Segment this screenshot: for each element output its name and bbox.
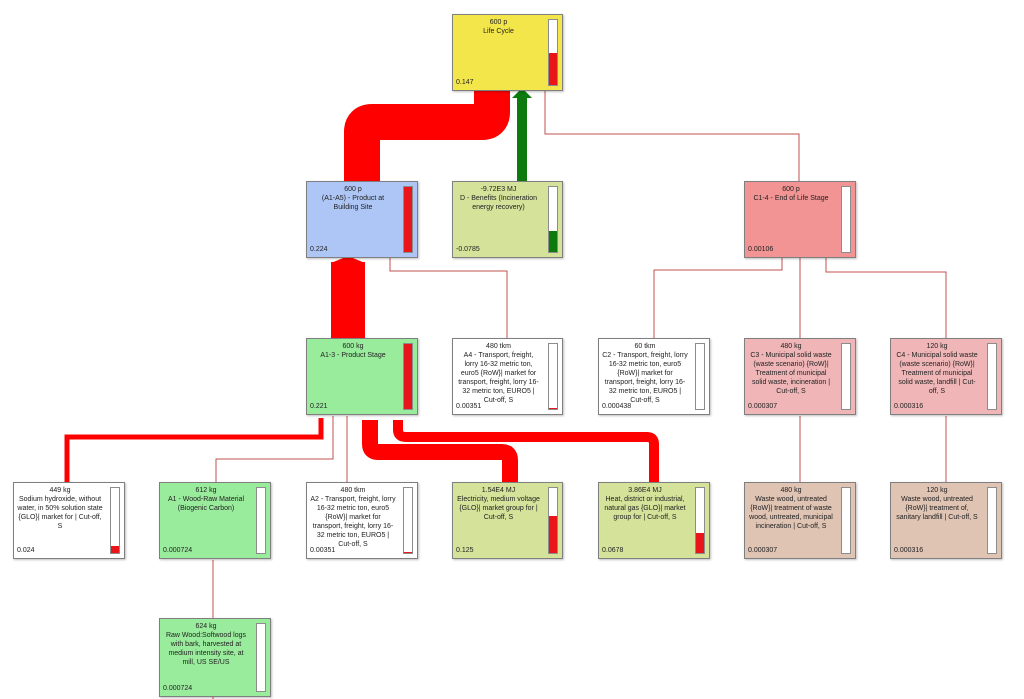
result-share-fill	[549, 515, 557, 553]
node-result: 0.221	[310, 403, 328, 410]
result-share-bar	[256, 487, 266, 554]
node-title: 449 kg Sodium hydroxide, without water, …	[17, 487, 103, 530]
flow-benefits-arrowhead	[512, 88, 532, 98]
node-title: -9.72E3 MJ D - Benefits (Incineration en…	[459, 186, 538, 211]
node-result: 0.000438	[602, 403, 632, 410]
node-result: 0.0678	[602, 547, 624, 554]
link-wood-raw-to-product-stage	[215, 416, 334, 482]
node-title: 480 tkm A4 - Transport, freight, lorry 1…	[458, 343, 539, 404]
node-title: 1.54E4 MJ Electricity, medium voltage {G…	[457, 487, 540, 521]
node-result: -0.0785	[456, 246, 480, 253]
node-life-cycle[interactable]: 600 p Life Cycle 0.147	[452, 14, 563, 91]
link-a4-to-building-site	[389, 258, 508, 338]
result-share-fill	[696, 532, 704, 553]
node-title: 612 kg A1 - Wood-Raw Material (Biogenic …	[167, 487, 245, 512]
node-title: 600 p Life Cycle	[483, 19, 514, 35]
node-c3-municipal-solid-waste[interactable]: 480 kg C3 - Municipal solid waste (waste…	[744, 338, 856, 415]
node-result: 0.024	[17, 547, 35, 554]
result-share-fill	[549, 230, 557, 252]
result-share-bar	[841, 487, 851, 554]
result-share-bar	[548, 19, 558, 86]
node-a2-transport[interactable]: 480 tkm A2 - Transport, freight, lorry 1…	[306, 482, 418, 559]
node-benefits[interactable]: -9.72E3 MJ D - Benefits (Incineration en…	[452, 181, 563, 258]
node-result: 0.000307	[748, 403, 778, 410]
result-share-fill	[549, 407, 557, 409]
node-a4-transport[interactable]: 480 tkm A4 - Transport, freight, lorry 1…	[452, 338, 563, 415]
node-result: 0.224	[310, 246, 328, 253]
node-waste-wood-landfill[interactable]: 120 kg Waste wood, untreated {RoW}| trea…	[890, 482, 1002, 559]
node-result: 0.000316	[894, 403, 924, 410]
node-end-of-life-stage[interactable]: 600 p C1-4 - End of Life Stage 0.00106	[744, 181, 856, 258]
node-title: 624 kg Raw Wood:Softwood logs with bark,…	[165, 623, 247, 666]
result-share-bar	[987, 343, 997, 410]
result-share-fill	[404, 344, 412, 409]
result-share-fill	[111, 545, 119, 553]
node-title: 480 kg C3 - Municipal solid waste (waste…	[750, 343, 832, 395]
result-share-bar	[548, 186, 558, 253]
node-result: 0.00106	[748, 246, 774, 253]
node-electricity-medium-voltage[interactable]: 1.54E4 MJ Electricity, medium voltage {G…	[452, 482, 563, 559]
node-result: 0.000724	[163, 547, 193, 554]
node-result: 0.000724	[163, 685, 193, 692]
result-share-bar	[695, 343, 705, 410]
result-share-fill	[404, 187, 412, 252]
result-share-bar	[548, 487, 558, 554]
node-title: 600 kg A1-3 - Product Stage	[320, 343, 386, 359]
node-sodium-hydroxide[interactable]: 449 kg Sodium hydroxide, without water, …	[13, 482, 125, 559]
node-waste-wood-incineration[interactable]: 480 kg Waste wood, untreated {RoW}| trea…	[744, 482, 856, 559]
link-end-of-life-to-life-cycle	[544, 90, 800, 181]
result-share-bar	[110, 487, 120, 554]
node-title: 120 kg Waste wood, untreated {RoW}| trea…	[896, 487, 978, 521]
node-product-at-building-site[interactable]: 600 p (A1-A5) - Product at Building Site…	[306, 181, 418, 258]
node-title: 60 tkm C2 - Transport, freight, lorry 16…	[602, 343, 688, 404]
node-result: 0.00351	[456, 403, 482, 410]
node-result: 0.125	[456, 547, 474, 554]
node-a1-wood-raw-material[interactable]: 612 kg A1 - Wood-Raw Material (Biogenic …	[159, 482, 271, 559]
link-c4-to-end-of-life	[825, 258, 947, 338]
result-share-fill	[549, 52, 557, 85]
node-product-stage[interactable]: 600 kg A1-3 - Product Stage 0.221	[306, 338, 418, 415]
node-title: 600 p (A1-A5) - Product at Building Site	[321, 186, 385, 211]
result-share-bar	[548, 343, 558, 410]
node-title: 600 p C1-4 - End of Life Stage	[753, 186, 829, 202]
node-title: 480 tkm A2 - Transport, freight, lorry 1…	[310, 487, 396, 548]
flow-heat-to-product-stage	[393, 420, 659, 482]
result-share-bar	[695, 487, 705, 554]
flow-electricity-to-product-stage	[362, 420, 518, 482]
result-share-bar	[256, 623, 266, 692]
node-title: 120 kg C4 - Municipal solid waste (waste…	[896, 343, 978, 395]
flow-sodium-hydroxide-to-product-stage	[64, 418, 324, 482]
node-heat-natural-gas[interactable]: 3.86E4 MJ Heat, district or industrial, …	[598, 482, 710, 559]
node-c2-transport[interactable]: 60 tkm C2 - Transport, freight, lorry 16…	[598, 338, 710, 415]
link-c2-to-end-of-life	[653, 258, 783, 338]
result-share-bar	[987, 487, 997, 554]
node-raw-wood-softwood-logs[interactable]: 624 kg Raw Wood:Softwood logs with bark,…	[159, 618, 271, 697]
node-result: 0.147	[456, 79, 474, 86]
result-share-fill	[404, 551, 412, 553]
node-result: 0.000316	[894, 547, 924, 554]
node-title: 480 kg Waste wood, untreated {RoW}| trea…	[749, 487, 833, 530]
node-result: 0.000307	[748, 547, 778, 554]
result-share-bar	[841, 343, 851, 410]
result-share-bar	[841, 186, 851, 253]
node-title: 3.86E4 MJ Heat, district or industrial, …	[604, 487, 686, 521]
result-share-bar	[403, 343, 413, 410]
result-share-bar	[403, 186, 413, 253]
node-c4-municipal-solid-waste[interactable]: 120 kg C4 - Municipal solid waste (waste…	[890, 338, 1002, 415]
node-result: 0.00351	[310, 547, 336, 554]
result-share-bar	[403, 487, 413, 554]
flow-product-at-building-site-to-life-cycle	[344, 90, 510, 181]
flow-product-stage-arrowhead	[331, 256, 365, 263]
